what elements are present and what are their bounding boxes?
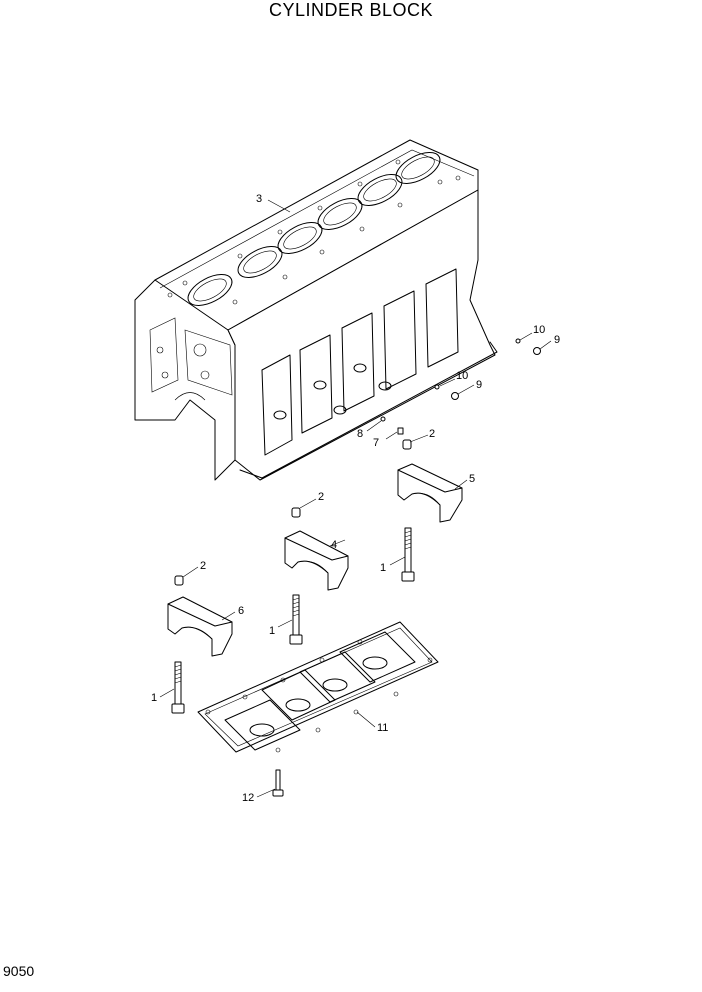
callout-9b: 9	[476, 379, 482, 391]
bolt-1-left	[171, 661, 185, 714]
plug-9a	[533, 347, 541, 355]
callout-labels: 3 10 9 10 9 8 7 2 5 1 2 4 1 2 6 1 11 12	[151, 193, 560, 804]
main-bearing-cap-5	[397, 439, 463, 523]
bolt-1-middle	[289, 594, 303, 645]
callout-11: 11	[377, 722, 388, 734]
page-title: CYLINDER BLOCK	[268, 0, 434, 20]
callout-2a: 2	[429, 428, 435, 440]
callout-10a: 10	[533, 324, 545, 336]
dowel-2b	[291, 507, 301, 518]
callout-8: 8	[357, 428, 363, 440]
callout-2c: 2	[200, 560, 206, 572]
dowel-2a	[402, 439, 412, 450]
callout-7: 7	[373, 437, 379, 449]
plug-7	[397, 427, 404, 435]
seal-10a	[515, 338, 521, 344]
dowel-2c	[174, 575, 184, 586]
bolt-12	[272, 769, 284, 797]
callout-2b: 2	[318, 491, 324, 503]
callout-9a: 9	[554, 334, 560, 346]
callout-10b: 10	[456, 370, 468, 382]
seal-10b	[434, 384, 440, 390]
callout-5: 5	[469, 473, 475, 485]
callout-6: 6	[238, 605, 244, 617]
bolt-1-right	[401, 527, 415, 582]
main-bearing-cap-6	[167, 575, 233, 657]
cylinder-block	[134, 139, 498, 481]
plug-9b	[451, 392, 459, 400]
callout-12: 12	[242, 792, 254, 804]
ring-8	[380, 416, 386, 422]
callout-1c: 1	[151, 692, 157, 704]
callout-3: 3	[256, 193, 262, 205]
leader-lines	[159, 199, 552, 798]
callout-1a: 1	[380, 562, 386, 574]
main-bearing-cap-4	[284, 507, 349, 591]
small-hardware	[380, 338, 541, 435]
stiffener-plate-11	[197, 621, 439, 753]
callout-4: 4	[331, 539, 337, 551]
callout-1b: 1	[269, 625, 275, 637]
page-number: 9050	[3, 963, 35, 979]
